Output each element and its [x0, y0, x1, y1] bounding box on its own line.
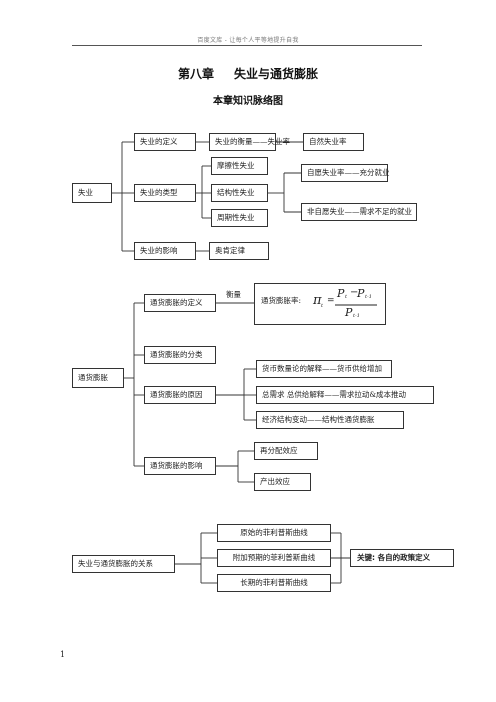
node-inflation-definition: 通货膨胀的定义: [144, 294, 216, 312]
formula-minus: −: [350, 287, 359, 298]
node-unemployment-types: 失业的类型: [134, 184, 196, 202]
node-inflation-classification: 通货膨胀的分类: [144, 346, 216, 364]
node-inflation: 通货膨胀: [72, 368, 124, 388]
chapter-number: 第八章: [177, 67, 214, 81]
formula-p-current: P: [337, 287, 345, 300]
inflation-rate-label: 通货膨胀率:: [261, 296, 302, 305]
map-subtitle: 本章知识脉络图: [213, 96, 283, 107]
chapter-title: 第八章 失业与通货膨胀: [0, 65, 496, 82]
node-redistribution-effect: 再分配效应: [254, 442, 318, 460]
formula-p-previous: P: [357, 287, 365, 300]
formula-fraction-bar: [335, 304, 377, 306]
measure-label: 衡量: [226, 290, 241, 299]
page-number: 1: [60, 650, 66, 659]
node-unemployment: 失业: [72, 183, 112, 203]
node-unemployment-impact: 失业的影响: [134, 242, 196, 260]
node-frictional: 摩擦性失业: [211, 157, 268, 175]
node-structural-inflation: 经济结构变动——结构性通货膨胀: [256, 411, 404, 429]
node-cyclical: 周期性失业: [211, 209, 268, 227]
node-structural: 结构性失业: [211, 184, 268, 202]
node-quantity-theory: 货币数量论的解释——货币供给增加: [256, 360, 392, 378]
formula-p-previous-subscript: t-1: [365, 294, 372, 300]
node-unemployment-measure: 失业的衡量——失业率: [209, 133, 290, 151]
node-inflation-effects: 通货膨胀的影响: [144, 457, 216, 475]
node-original-phillips: 原始的菲利普斯曲线: [217, 524, 331, 542]
node-natural-rate: 自然失业率: [303, 133, 364, 151]
formula-pi-subscript: t: [321, 303, 324, 309]
node-involuntary: 非自愿失业——需求不足的就业: [301, 203, 417, 221]
header-rule: [72, 45, 422, 46]
node-inflation-causes: 通货膨胀的原因: [144, 386, 216, 404]
node-voluntary: 自愿失业率——充分就业: [301, 164, 390, 182]
node-relationship: 失业与通货膨胀的关系: [72, 555, 175, 573]
node-okun-law: 奥肯定律: [209, 242, 269, 260]
formula-p-current-subscript: t: [345, 294, 348, 300]
page-header: 百度文库 - 让每个人平等地提升自我: [197, 37, 299, 44]
formula-equals: =: [327, 296, 335, 306]
node-demand-supply: 总需求 总供给解释——需求拉动&成本推动: [256, 386, 434, 404]
node-longrun-phillips: 长期的菲利普斯曲线: [217, 574, 331, 592]
formula-p-denominator: P: [345, 306, 353, 319]
node-key-point: 关键: 各自的政策定义: [350, 549, 454, 567]
formula-pi: π: [313, 293, 322, 308]
chapter-name: 失业与通货膨胀: [234, 67, 319, 81]
node-expectations-phillips: 附加预期的菲利普斯曲线: [217, 549, 331, 567]
node-unemployment-definition: 失业的定义: [134, 133, 196, 151]
node-output-effect: 产出效应: [254, 473, 311, 491]
formula-p-denominator-subscript: t-1: [353, 313, 360, 319]
inflation-rate-formula: 通货膨胀率: π t = P t − P t-1 P t-1: [254, 283, 386, 325]
